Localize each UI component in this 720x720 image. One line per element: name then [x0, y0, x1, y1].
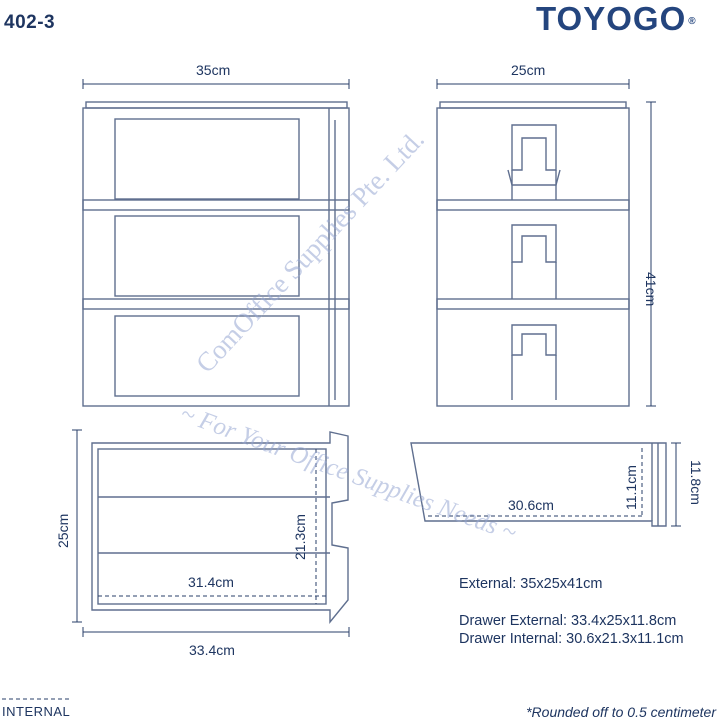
drawer-inner-length-label: 30.6cm: [508, 497, 554, 513]
drawer-inner-height-label: 11.1cm: [623, 465, 639, 510]
front-top-lid: [85, 101, 348, 109]
spec-external: External: 35x25x41cm: [459, 576, 603, 592]
internal-label: INTERNAL: [2, 704, 71, 719]
drawer-inner-depth-label: 21.3cm: [292, 514, 308, 560]
front-drawer-1: [114, 118, 300, 200]
brand-logo: TOYOGO®: [536, 0, 697, 38]
side-depth-label: 25cm: [511, 62, 546, 78]
drawer-width-label: 33.4cm: [189, 642, 235, 658]
height-label: 41cm: [643, 272, 659, 307]
drawer-inner-width-label: 31.4cm: [188, 574, 234, 590]
side-top-lid: [439, 101, 627, 109]
drawer-top-outline: [91, 431, 349, 624]
drawer-side-view: [410, 442, 667, 527]
brand-name: TOYOGO: [536, 0, 687, 37]
side-view: [436, 101, 630, 407]
side-frame: [436, 107, 630, 407]
drawer-side-outline: [410, 442, 667, 527]
drawer-top-view: [91, 431, 349, 624]
registered-mark: ®: [688, 15, 697, 27]
front-width-label: 35cm: [196, 62, 231, 78]
front-view: [82, 101, 350, 407]
drawer-depth-label: 25cm: [55, 513, 71, 548]
front-drawer-3: [114, 315, 300, 397]
model-code: 402-3: [4, 12, 56, 33]
drawer-outer-height-label: 11.8cm: [688, 460, 704, 505]
spec-drawer-internal: Drawer Internal: 30.6x21.3x11.1cm: [459, 631, 684, 647]
rounding-note: *Rounded off to 0.5 centimeter: [526, 704, 716, 720]
handle-3: [511, 324, 557, 356]
front-drawer-2: [114, 215, 300, 297]
spec-drawer-external: Drawer External: 33.4x25x11.8cm: [459, 613, 677, 629]
handle-2: [511, 224, 557, 263]
handle-1: [507, 124, 561, 186]
front-frame: [82, 107, 350, 407]
